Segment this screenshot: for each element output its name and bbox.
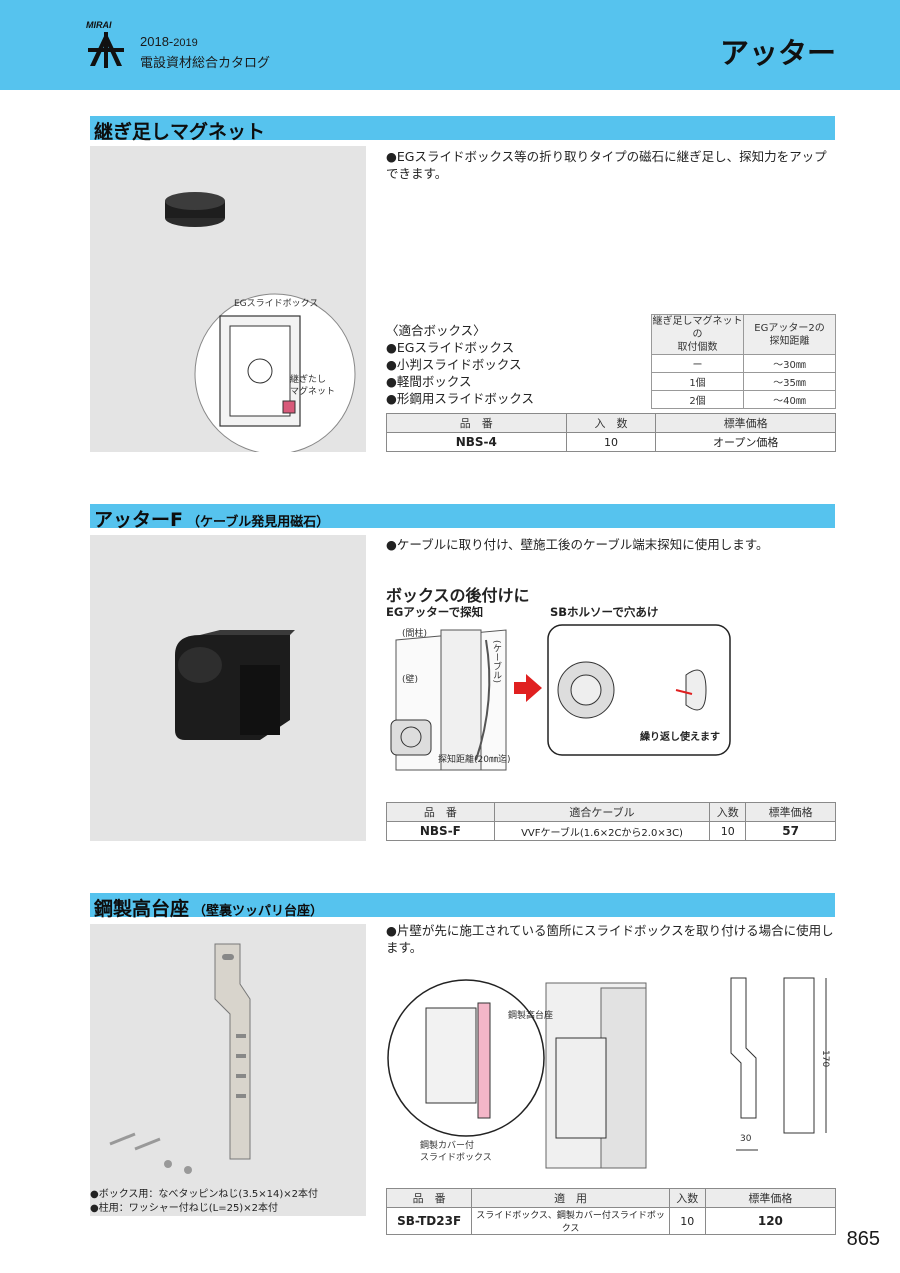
compat-title: 〈適合ボックス〉	[386, 323, 486, 338]
mirai-logo: MIRAI	[78, 18, 138, 82]
mini-header: EGアッター2の	[754, 322, 825, 334]
detection-distance-table: 継ぎ足しマグネットの取付個数 EGアッター2の探知距離 ー～30㎜ 1個～35㎜…	[651, 314, 836, 409]
compat-item: ●小判スライドボックス	[386, 357, 522, 372]
section-title-atter-f: アッターF（ケーブル発見用磁石）	[94, 509, 330, 531]
label-stud: (間柱)	[402, 629, 428, 639]
compat-item: ●軽間ボックス	[386, 374, 472, 389]
page-number: 865	[846, 1228, 880, 1250]
accessory-note: ●柱用：ワッシャー付ねじ(L=25)×2本付	[90, 1203, 278, 1214]
label-magnet-1: 継ぎたし	[290, 375, 327, 385]
logo-text: MIRAI	[86, 20, 112, 30]
catalog-name: 電設資材総合カタログ	[140, 56, 271, 71]
section-title-stand: 鋼製高台座（壁裏ツッパリ台座）	[94, 898, 324, 920]
table-row: 2個～40㎜	[651, 390, 836, 409]
right-caption: SBホルソーで穴あけ	[550, 605, 659, 619]
section-bar-atter-f: アッターF（ケーブル発見用磁石）	[90, 504, 835, 531]
label-magnet-2: マグネット	[290, 387, 336, 397]
label-wall: (壁)	[402, 675, 419, 685]
usage-diagram: (間柱) (壁) (ケーブル) 探知距離(20㎜迄) 繰り返し使えます	[386, 620, 836, 780]
mini-header: 取付個数	[677, 342, 718, 353]
accessory-note: ●ボックス用：なべタッピンねじ(3.5×14)×2本付	[90, 1189, 318, 1200]
section-bar-magnet: 継ぎ足しマグネット	[90, 116, 835, 143]
dimension-height: 170	[820, 1050, 830, 1068]
stand-description: ●片壁が先に施工されている箇所にスライドボックスを取り付ける場合に使用します。	[386, 923, 834, 955]
product-photo-magnet: EGスライドボックス 継ぎたし マグネット	[90, 146, 366, 455]
page-header	[0, 0, 900, 90]
label-distance: 探知距離(20㎜迄)	[438, 755, 511, 765]
label-cable: (ケーブル)	[491, 640, 501, 684]
section-title-magnet: 継ぎ足しマグネット	[94, 121, 266, 143]
catalog-year: 2018-2019	[140, 34, 198, 49]
magnet-description: ●EGスライドボックス等の折り取りタイプの磁石に継ぎ足し、探知力をアップできます…	[386, 149, 827, 181]
label-cover-1: 鋼製カバー付	[420, 1141, 475, 1151]
atter-f-description: ●ケーブルに取り付け、壁施工後のケーブル端末探知に使用します。	[386, 537, 769, 552]
compat-item: ●EGスライドボックス	[386, 340, 515, 355]
table-row: ー～30㎜	[651, 354, 836, 373]
page-title: アッター	[719, 36, 836, 70]
table-row: 1個～35㎜	[651, 372, 836, 391]
mini-header: 探知距離	[769, 335, 810, 347]
mini-header: 継ぎ足しマグネットの	[652, 316, 743, 340]
compat-item: ●形鋼用スライドボックス	[386, 391, 535, 406]
section-bar-stand: 鋼製高台座（壁裏ツッパリ台座）	[90, 893, 835, 920]
left-caption: EGアッターで探知	[386, 605, 484, 619]
label-reuse: 繰り返し使えます	[640, 732, 720, 743]
product-photo-atter-f	[90, 535, 366, 841]
label-cover-2: スライドボックス	[420, 1153, 492, 1163]
product-photo-stand	[90, 924, 366, 1216]
diagram-title: ボックスの後付けに	[386, 586, 530, 605]
label-eg-box: EGスライドボックス	[234, 299, 319, 309]
dimension-width: 30	[740, 1134, 752, 1144]
installation-diagram: 鋼製高台座 鋼製カバー付 スライドボックス 170 30	[386, 968, 836, 1173]
label-stand: 鋼製高台座	[508, 1011, 554, 1021]
